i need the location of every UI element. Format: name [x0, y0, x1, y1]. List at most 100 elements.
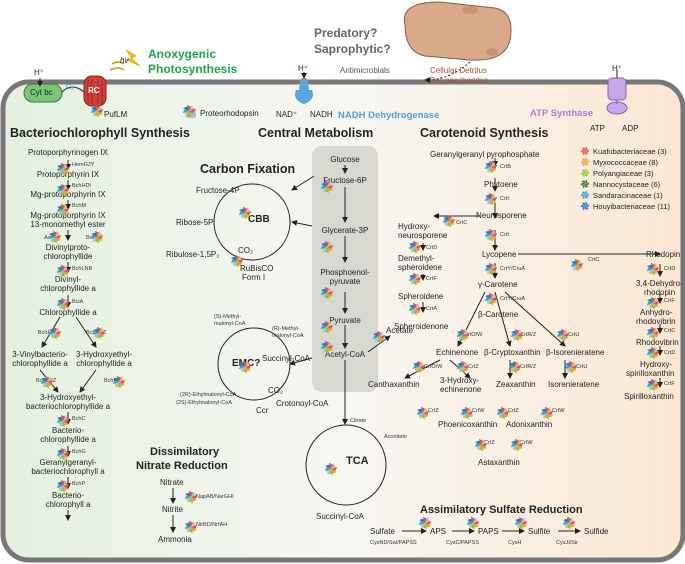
carotenoid-section-title: Carotenoid Synthesis: [420, 126, 549, 140]
family-star-icon: [580, 189, 590, 202]
hplus-label-3: H⁺: [612, 64, 622, 73]
dissimilatory-title-1: Dissimilatory: [150, 446, 220, 458]
he-label-1: 3-Hydroxy-: [440, 376, 480, 385]
family-pinwheel-icon: [646, 262, 660, 276]
bchl-m8b: chlorophyllide a: [12, 359, 68, 368]
family-pinwheel-icon: [56, 162, 70, 176]
nadh-label: NADH: [310, 110, 333, 119]
aconitate-label: Aconitate: [384, 434, 407, 440]
crty2-label: CrtY/CruA: [500, 296, 526, 302]
family-pinwheel-icon: [56, 264, 70, 278]
family-pinwheel-icon: [320, 240, 334, 254]
bchl-m5b: chlorophyllide: [43, 252, 93, 261]
family-pinwheel-icon: [484, 262, 498, 276]
pep-label-2: pyruvate: [329, 277, 361, 286]
family-pinwheel-icon: [90, 104, 104, 118]
rhodopin-label: Rhodopin: [646, 250, 681, 259]
acetylcoa-label: Acetyl-CoA: [324, 350, 365, 359]
emc-co2-label: CO₂: [268, 386, 284, 395]
sulfate-label: Sulfate: [370, 527, 395, 536]
hn-label-2: neurosporene: [398, 231, 448, 240]
zeaxanthin-label: Zeaxanthin: [496, 380, 536, 389]
crtc1-label: CrtC: [456, 220, 468, 226]
family-pinwheel-icon: [230, 254, 244, 268]
hs-label-1: Hydroxy-: [640, 360, 673, 369]
emc-rmethyl-1: (R)-Methyl-: [272, 326, 300, 332]
crtu2-label: CrtU: [576, 364, 588, 370]
adp-label: ADP: [622, 124, 639, 133]
family-pinwheel-icon: [40, 375, 54, 389]
hs-label-2: spirilloxanthin: [626, 369, 675, 378]
lightning-bolt: [125, 49, 141, 67]
cbb-cycle: [213, 183, 291, 261]
family-pinwheel-icon: [496, 406, 510, 420]
acetate-label: Acetate: [386, 326, 414, 335]
bchl-m6b: chlorophyllide a: [40, 284, 96, 293]
legend-item: Sandaracinaceae (1): [580, 189, 670, 202]
family-pinwheel-icon: [510, 328, 524, 342]
family-pinwheel-icon: [320, 320, 334, 334]
phoenicoxanthin-label: Phoenicoxanthin: [438, 420, 498, 429]
family-star-icon: [580, 145, 590, 158]
family-pinwheel-icon: [324, 462, 338, 476]
bchl-e3: BchM: [72, 203, 87, 209]
rubisco-form-label: Form I: [242, 273, 266, 282]
anoxygenic-title: Anoxygenic: [148, 47, 217, 61]
nitrate-e1: NapAB/NarGHI: [196, 494, 234, 500]
hplus-label-2: H⁺: [298, 64, 308, 73]
central-arrows: [289, 165, 391, 425]
family-pinwheel-icon: [48, 326, 62, 340]
crtf2-label: CrtF: [664, 298, 675, 304]
fructose6p-label: Fructose-6P: [323, 176, 367, 185]
crtz1-label: CrtZ: [468, 364, 479, 370]
bchl-e12: BchP: [72, 481, 86, 487]
family-pinwheel-icon: [646, 346, 660, 360]
rc-complex: [83, 75, 107, 107]
atp-synthase-title: ATP Synthase: [530, 108, 594, 119]
family-star-icon: [580, 178, 590, 191]
bchl-m10b: bacteriochlorophyllide a: [25, 402, 111, 411]
fructose4p-label: Fructose-4P: [196, 186, 240, 195]
isorenieratene-b-label: β-Isorenieratene: [546, 348, 605, 357]
sulfate-e3: CysH: [508, 540, 522, 546]
family-pinwheel-icon: [484, 160, 498, 174]
bchl-e2: BchHDI: [72, 183, 91, 189]
legend-item: Myxococcaceae (8): [580, 156, 670, 168]
crtz2-label: CrtZ: [428, 408, 439, 414]
sulfate-e1: CysND/Sat/PAPSS: [370, 540, 417, 546]
family-pinwheel-icon: [514, 516, 528, 530]
family-star-icon: [580, 200, 590, 213]
detritus-bacterium: [403, 1, 512, 61]
rhodovibrin-label: Rhodovibrin: [636, 338, 679, 347]
lycopene-label: Lycopene: [482, 250, 517, 259]
crtu-label: CrtU: [568, 332, 580, 338]
sulfate-e2: CysC/PAPSS: [446, 540, 479, 546]
crtd3-label: CrtD: [664, 350, 676, 356]
bchl-m9b: chlorophyllide a: [76, 359, 132, 368]
neurosporene-label: Neurosporene: [476, 211, 527, 220]
phytoene-label: Phytoene: [484, 180, 518, 189]
bchl-e5: BchLNB: [72, 266, 93, 272]
crtr-label: CrtR/Z: [520, 332, 537, 338]
crtz3-label: CrtZ: [508, 408, 519, 414]
antimicrobials-label: Antimicrobials: [340, 66, 390, 75]
bchl-m2: Protoporphyrin IX: [36, 170, 100, 179]
family-pinwheel-icon: [564, 360, 578, 374]
dhr-label-2: rhodopin: [644, 288, 676, 297]
ar-label-1: Anhydro-: [640, 308, 673, 317]
bchl-m12b: bacteriochlorophyll a: [31, 467, 105, 476]
hplus-label-1: H⁺: [34, 68, 44, 77]
crotonoyl-label: Crotonoyl-CoA: [276, 399, 329, 408]
family-pinwheel-icon: [184, 490, 198, 504]
crtb-label: CrtB: [500, 164, 511, 170]
nadh-dehydrogenase-shape: [295, 78, 313, 104]
crtw1-label: CrtW: [472, 408, 485, 414]
emc-succinyl-label: Succinyl-CoA: [262, 354, 311, 363]
nad-label: NAD⁺: [276, 110, 298, 119]
family-pinwheel-icon: [466, 516, 480, 530]
nadh-dehydrogenase-title: NADH Dehydrogenase: [338, 110, 440, 121]
predatory-label: Predatory?: [314, 26, 378, 40]
family-pinwheel-icon: [508, 360, 522, 374]
atp-label: ATP: [590, 124, 605, 133]
